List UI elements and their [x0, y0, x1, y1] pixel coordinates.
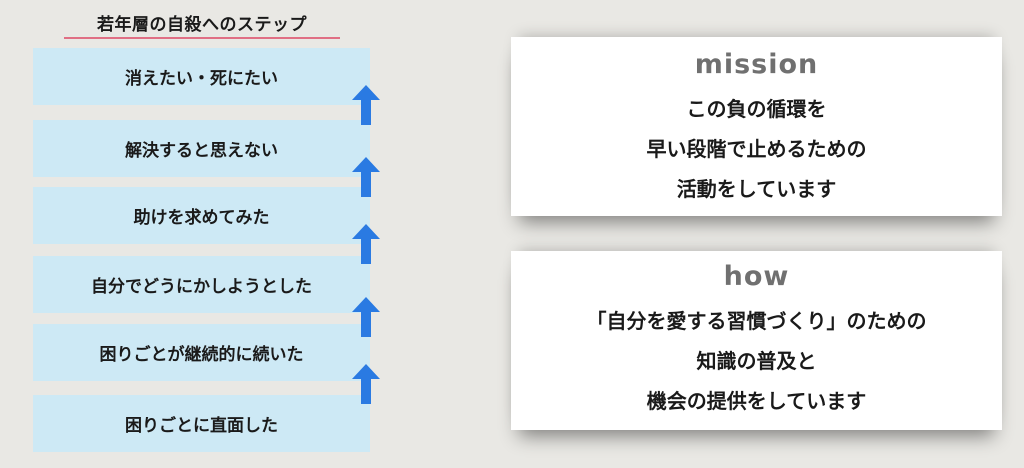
- arrow-up-icon: [352, 157, 380, 197]
- mission-line-2: 早い段階で止めるための: [646, 137, 867, 161]
- title-underline: [64, 37, 340, 39]
- arrow-up-icon: [352, 224, 380, 264]
- arrow-up-icon: [352, 297, 380, 337]
- how-heading: how: [723, 261, 790, 292]
- step-box-5: 困りごとが継続的に続いた: [33, 324, 370, 381]
- steps-title: 若年層の自殺へのステップ: [97, 15, 307, 35]
- step-box-2: 解決すると思えない: [33, 120, 370, 177]
- mission-line-1: この負の循環を: [686, 97, 827, 121]
- how-card: how 「自分を愛する習慣づくり」のための 知識の普及と 機会の提供をしています: [511, 251, 1002, 430]
- step-box-4: 自分でどうにかしようとした: [33, 256, 370, 313]
- how-line-1: 「自分を愛する習慣づくり」のための: [586, 309, 927, 333]
- mission-card: mission この負の循環を 早い段階で止めるための 活動をしています: [511, 37, 1002, 216]
- how-line-2: 知識の普及と: [696, 349, 817, 373]
- step-box-6: 困りごとに直面した: [33, 395, 370, 452]
- arrow-up-icon: [352, 364, 380, 404]
- step-box-3: 助けを求めてみた: [33, 187, 370, 244]
- mission-heading: mission: [694, 49, 819, 80]
- arrow-up-icon: [352, 85, 380, 125]
- how-line-3: 機会の提供をしています: [646, 389, 867, 413]
- mission-line-3: 活動をしています: [676, 177, 837, 201]
- step-box-1: 消えたい・死にたい: [33, 48, 370, 105]
